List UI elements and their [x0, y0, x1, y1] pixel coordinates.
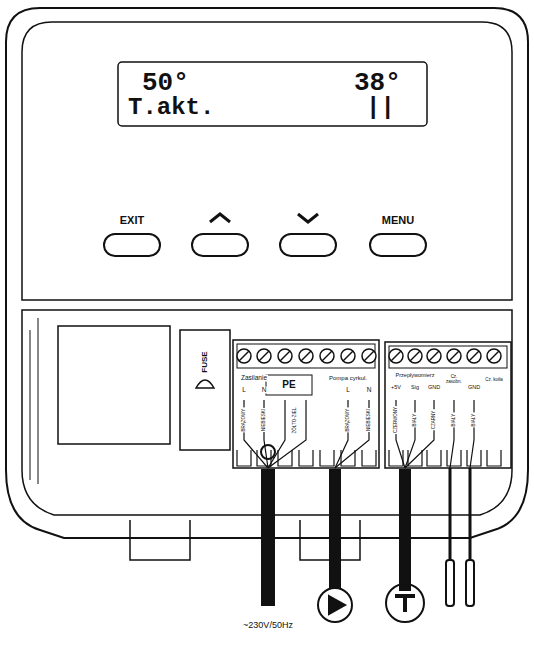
- terminal-label: Zasilanie: [240, 375, 268, 382]
- terminal-label: GND: [427, 385, 441, 391]
- button: [370, 234, 426, 256]
- wire-colour-label: CZARNY: [432, 410, 437, 431]
- wire-colour-label: NIEBIESKI: [262, 408, 267, 432]
- terminal-screw: [257, 349, 271, 363]
- temperature-sensor: [446, 560, 454, 606]
- housing: [6, 8, 528, 538]
- wire-colour-label: BIAŁY: [452, 413, 457, 428]
- terminal-label: Pompa cyrkul.: [328, 375, 368, 381]
- terminal-label: GND: [467, 385, 481, 391]
- button-label: MENU: [370, 210, 426, 230]
- button-label: EXIT: [104, 210, 160, 230]
- up-arrow: [210, 214, 230, 222]
- transformer: [58, 326, 170, 444]
- pe-frame: [266, 375, 312, 395]
- fuse: [196, 380, 214, 388]
- fuse-holder: [180, 330, 230, 450]
- terminal-screw: [389, 349, 403, 363]
- flowmeter-cable: [400, 470, 410, 590]
- terminal-screw: [320, 349, 334, 363]
- front-face: [22, 22, 512, 300]
- terminal-screw: [487, 349, 501, 363]
- lcd-display: 50° 38° T.akt. ||: [122, 66, 423, 122]
- button: [104, 234, 160, 256]
- wire: [450, 400, 454, 468]
- display-reading: ||: [366, 96, 395, 120]
- terminal-block: [385, 342, 511, 468]
- terminal-label: N: [261, 387, 268, 394]
- button: [192, 234, 248, 256]
- terminal-screw: [278, 349, 292, 363]
- wire-colour-label: NIEBIESKI: [367, 408, 372, 432]
- temperature-sensor: [466, 560, 474, 606]
- terminal-screw: [237, 349, 251, 363]
- wire-colour-label: FUSE: [201, 350, 209, 373]
- terminal-label: PE: [281, 380, 296, 391]
- terminal-screw: [447, 349, 461, 363]
- terminal-screw: [299, 349, 313, 363]
- display-reading: T.akt.: [128, 96, 214, 120]
- wire-colour-label: BRĄZOWY: [242, 408, 247, 433]
- button: [280, 234, 336, 256]
- terminal-screw: [467, 349, 481, 363]
- terminal-label: Cz. zasobn.: [443, 375, 465, 384]
- wire-colour-label: BIAŁY: [472, 413, 477, 428]
- cable-gland: [261, 445, 275, 459]
- pump-cable: [330, 470, 340, 588]
- display-frame: [118, 62, 427, 126]
- down-arrow: [298, 214, 318, 222]
- flowmeter-symbol: [386, 584, 424, 622]
- terminal-label: L: [345, 387, 351, 394]
- wire-colour-label: BIAŁY: [413, 413, 418, 428]
- button-name: MENU: [382, 215, 414, 226]
- terminal-label: Przepływomierz: [395, 373, 436, 379]
- wire-colour-label: ŻÓŁTO-ZIEL.: [293, 405, 298, 434]
- wire-colour-label: CZERWONY: [394, 406, 399, 434]
- wire: [268, 400, 306, 468]
- terminal-block: [233, 340, 379, 468]
- terminal-label: Cz. kotła: [483, 378, 505, 383]
- terminal-screw: [341, 349, 355, 363]
- button-name: EXIT: [120, 215, 144, 226]
- terminal-label: ~230V/50Hz: [242, 621, 294, 630]
- display-reading: 38°: [354, 70, 401, 96]
- pump-symbol: [318, 588, 352, 622]
- power-cable: [262, 470, 274, 605]
- terminal-screw: [362, 349, 376, 363]
- terminal-label: L: [241, 387, 247, 394]
- wire: [405, 400, 415, 468]
- terminal-label: +5V: [390, 385, 402, 391]
- terminal-screw: [408, 349, 422, 363]
- mount-tab: [130, 520, 360, 560]
- wire: [470, 400, 474, 468]
- wire: [335, 400, 369, 468]
- terminal-label: Sig: [410, 385, 420, 391]
- wire: [405, 400, 434, 468]
- display-reading: 50°: [142, 70, 189, 96]
- terminal-screw: [427, 349, 441, 363]
- terminal-label: N: [366, 387, 373, 394]
- wire-colour-label: BRĄZOWY: [346, 408, 351, 433]
